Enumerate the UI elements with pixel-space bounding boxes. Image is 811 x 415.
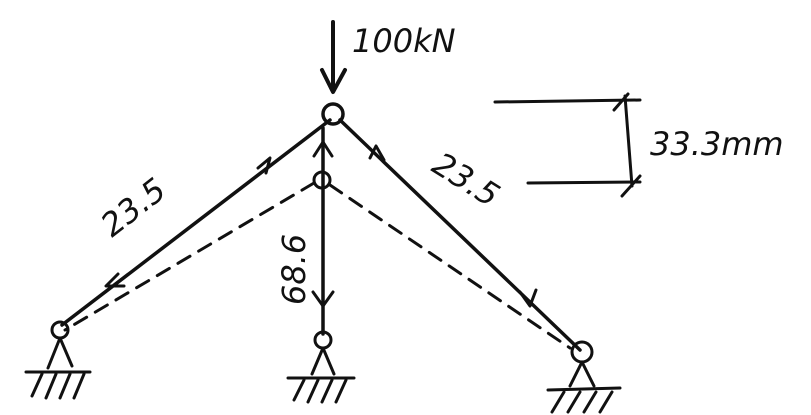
dimension-lines [493,92,642,198]
deflected-shape [63,170,572,350]
support-centre [286,330,356,404]
load-label: 100kN [352,22,456,60]
load-arrow [320,20,347,94]
member-left [60,118,332,327]
deflected-node [312,170,332,190]
member-force-label-centre: 68.6 [275,234,313,305]
member-force-label-right: 23.5 [426,145,507,215]
member-right [338,118,582,352]
deflection-label: 33.3mm [650,125,784,163]
support-left [24,320,92,400]
member-force-label-left: 23.5 [94,170,174,244]
support-right [546,340,622,414]
member-centre [311,126,335,336]
top-node [321,102,345,126]
